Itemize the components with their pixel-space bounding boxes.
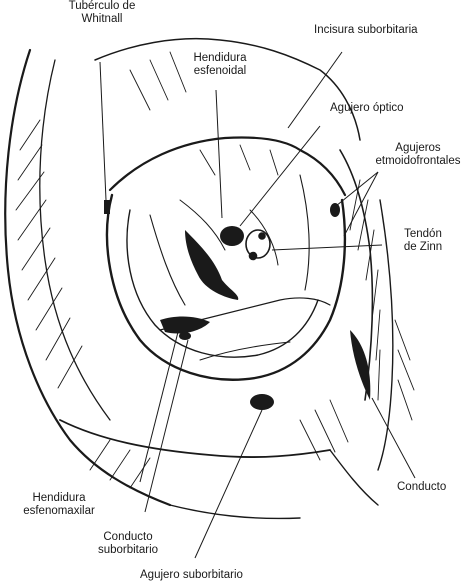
label-hendidura-esfenomaxilar-line1: Hendidura (32, 492, 86, 504)
leader-lines (99, 51, 416, 559)
maxilla-right (377, 199, 394, 471)
skull-contour-left (39, 59, 111, 421)
label-hendidura-esfenoidal-line1: Hendidura (193, 52, 247, 64)
label-whitnall: Tubérculo de Whitnall (52, 0, 152, 26)
label-conducto: Conducto (397, 481, 447, 493)
label-conducto-suborbitario-line2: suborbitario (97, 544, 159, 556)
label-etmoidofrontales-line1: Agujeros (395, 142, 441, 154)
sphenomaxillary-fissure (160, 316, 210, 334)
maxilla-lower (329, 449, 379, 506)
label-hendidura-esfenoidal: Hendidura esfenoidal (170, 52, 270, 78)
lateral-wall (149, 214, 186, 306)
zygoma-outline (59, 419, 331, 458)
label-hendidura-esfenoidal-line2: esfenoidal (193, 65, 247, 77)
label-hendidura-esfenomaxilar-line2: esfenomaxilar (23, 505, 95, 517)
conduct-shadow (350, 330, 371, 400)
label-zinn-line1: Tendón (404, 228, 442, 240)
infraorbital-foramen (250, 394, 274, 410)
sphenoidal-fissure (185, 230, 239, 300)
hatching (15, 51, 415, 489)
label-whitnall-line2: Whitnall (81, 13, 123, 25)
medial-wall (299, 174, 310, 291)
optic-foramen (220, 226, 244, 246)
suture-3 (199, 341, 291, 361)
label-agujero-suborbitario: Agujero suborbitario (140, 569, 243, 581)
label-zinn: Tendón de Zinn (388, 228, 458, 254)
suture-1 (179, 199, 226, 251)
upper-orbital-margin (108, 136, 347, 197)
ethmoid-foramen (330, 203, 340, 217)
label-whitnall-line1: Tubérculo de (68, 0, 136, 12)
lower-skull (169, 504, 301, 520)
label-conducto-suborbitario-line1: Conducto (103, 531, 153, 543)
orbital-rim-outer (105, 193, 347, 381)
infraorbital-canal (179, 332, 191, 340)
label-agujero-optico: Agujero óptico (330, 102, 404, 114)
label-conducto-suborbitario: Conducto suborbitario (78, 531, 178, 557)
skull-outline-left (4, 48, 172, 507)
orbital-rim-inner (126, 209, 319, 358)
label-hendidura-esfenomaxilar: Hendidura esfenomaxilar (4, 492, 114, 518)
zinn-hole-1 (248, 251, 258, 261)
whitnall-mark (104, 200, 110, 214)
label-etmoidofrontales: Agujeros etmoidofrontales (368, 142, 468, 168)
zinn-hole-2 (258, 232, 266, 240)
label-zinn-line2: de Zinn (403, 241, 443, 253)
zinn-ring (245, 229, 271, 259)
label-etmoidofrontales-line2: etmoidofrontales (375, 155, 461, 167)
frontal-rim (94, 37, 361, 141)
label-incisura: Incisura suborbitaria (314, 24, 418, 36)
nasal-bridge (339, 149, 374, 401)
